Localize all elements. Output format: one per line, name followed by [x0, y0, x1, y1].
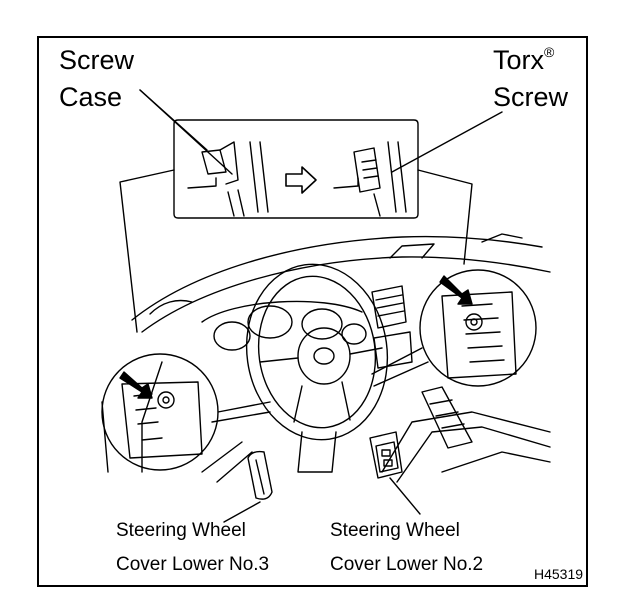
label-cover3-line2: Cover Lower No.3	[116, 554, 270, 575]
registered-mark: ®	[544, 44, 555, 60]
gear-selector	[421, 386, 473, 449]
label-torx: Torx®	[493, 44, 555, 75]
label-cover3-line1: Steering Wheel	[116, 520, 246, 541]
inset-guide-left	[119, 169, 175, 333]
cover-lower-no2-part	[369, 431, 421, 515]
right-detail-circle	[371, 269, 537, 387]
steering-wheel	[245, 263, 389, 473]
cover-lower-no3-part	[223, 450, 273, 523]
label-cover2-line2: Cover Lower No.2	[330, 554, 484, 575]
label-cover2-line1: Steering Wheel	[330, 520, 460, 541]
left-detail-circle	[101, 353, 271, 473]
screw-case-leader-lines	[139, 89, 233, 175]
label-torx-screw: Screw	[493, 82, 569, 112]
dashboard-illustration	[101, 89, 551, 523]
inset-guide-right	[417, 169, 473, 265]
torx-screw-leader-line	[391, 111, 503, 173]
gauge-cluster	[201, 300, 367, 351]
dashboard-outline	[131, 233, 551, 483]
label-torx-text: Torx	[493, 45, 545, 75]
figure-code: H45319	[534, 566, 584, 582]
label-case: Case	[59, 82, 123, 112]
center-vents	[371, 285, 413, 369]
label-screw: Screw	[59, 45, 135, 75]
inset-screw-removal	[173, 119, 419, 219]
diagram-frame: Screw Case Torx® Screw Steering Wheel Co…	[37, 36, 588, 587]
